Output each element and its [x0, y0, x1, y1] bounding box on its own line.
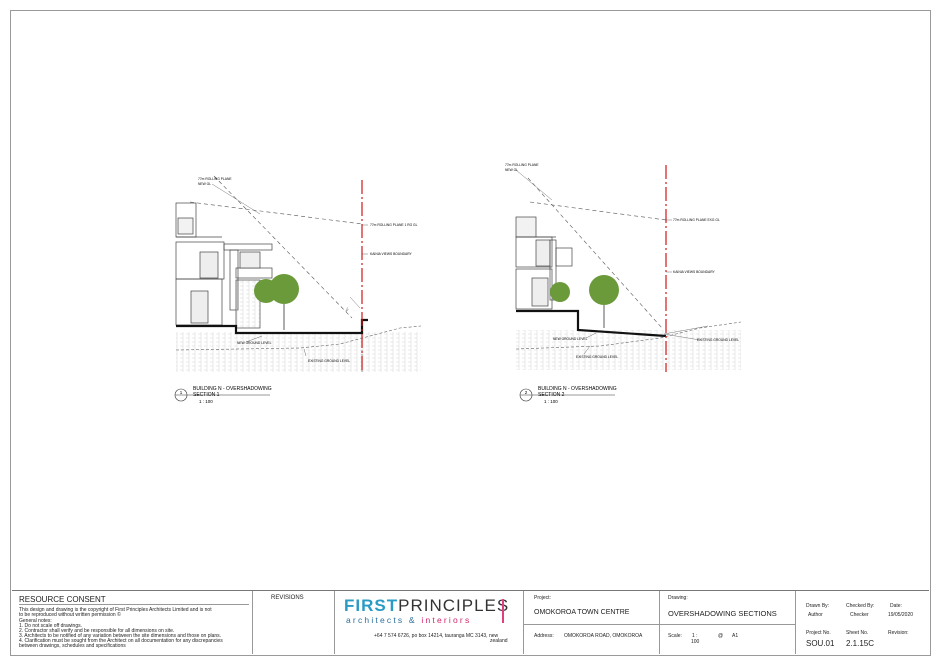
revision-label: Revision: — [888, 630, 909, 636]
project-no-label: Project No. — [806, 630, 831, 636]
section-2-rolling-plane-mid-label: 77m ROLLING PLANE EXG GL — [673, 218, 720, 222]
section-1-new-ground-label: NEW GROUND LEVEL — [237, 341, 272, 345]
section-1-title: BUILDING N - OVERSHADOWING — [193, 386, 272, 392]
note-line: 4. Clarification must be sought from the… — [19, 638, 223, 644]
project-cell: Project: OMOKOROA TOWN CENTRE Address: O… — [523, 591, 660, 654]
section-1-scale: 1 : 100 — [199, 399, 213, 404]
revisions-cell: REVISIONS — [252, 591, 334, 654]
at-sign: @ — [718, 633, 724, 639]
svg-text:45°: 45° — [344, 306, 350, 313]
note-line: 2. Contractor shall verify and be respon… — [19, 628, 175, 634]
title-block: RESOURCE CONSENT This design and drawing… — [12, 590, 929, 654]
tree-icon — [269, 274, 299, 304]
drawing-sheet — [10, 10, 931, 656]
date-value: 19/05/2020 — [888, 612, 914, 618]
contact-line-2: zealand — [490, 638, 508, 644]
existing-ground-line — [175, 325, 422, 351]
note-line: between drawings, schedules and specific… — [19, 643, 126, 649]
notes-heading: General notes: — [19, 618, 52, 624]
logo-cell — [334, 591, 523, 654]
section-2-boundary-label: KAINIA VIEWS BOUNDARY — [673, 270, 716, 274]
drawing-cell: Drawing: OVERSHADOWING SECTIONS Scale: 1… — [659, 591, 796, 654]
project-no: SOU.01 — [806, 639, 835, 648]
section-1-existing-ground-label: EXISTING GROUND LEVEL — [308, 359, 350, 363]
note-line: 1. Do not scale off drawings. — [19, 623, 82, 629]
section-2: 77m ROLLING PLANE NEW GL 77m ROLLING PLA… — [505, 163, 742, 404]
section-2-rolling-plane-label: 77m ROLLING PLANE — [505, 163, 539, 167]
section-2-subtitle: SECTION 2 — [538, 392, 565, 398]
tree-icon — [550, 282, 570, 302]
consent-cell: RESOURCE CONSENT This design and drawing… — [12, 591, 252, 654]
scale-value-2: 100 — [691, 639, 700, 645]
existing-ground-line — [515, 321, 742, 350]
drawing-label: Drawing: — [668, 595, 688, 601]
section-2-title: BUILDING N - OVERSHADOWING — [538, 386, 617, 392]
project-label: Project: — [534, 595, 551, 601]
section-2-number: 2 — [525, 390, 528, 395]
address-value: OMOKOROA ROAD, OMOKOROA — [564, 633, 643, 639]
sheet-no: 2.1.15C — [846, 639, 875, 648]
section-1-rolling-plane-sub-label: NEW GL — [198, 182, 211, 186]
drawn-by-label: Drawn By: — [806, 603, 830, 609]
section-2-existing-ground-right-label: EXISTING GROUND LEVEL — [697, 338, 739, 342]
company-logo-tagline: architects & interiors — [346, 615, 472, 625]
tree-icon — [589, 275, 619, 305]
revisions-heading: REVISIONS — [271, 595, 304, 601]
section-1-boundary-label: KAINIA VIEWS BOUNDARY — [370, 252, 413, 256]
ground-hatch — [176, 332, 421, 372]
scale-label: Scale: — [668, 633, 682, 639]
section-1-rolling-plane-mid-label: 77m ROLLING PLANE 1 RG GL — [370, 223, 418, 227]
company-logo: FIRSTPRINCIPLES — [344, 596, 510, 615]
section-1-rolling-plane-label: 77m ROLLING PLANE — [198, 177, 232, 181]
section-1-subtitle: SECTION 1 — [193, 392, 220, 398]
ground-hatch — [516, 330, 741, 370]
section-2-existing-ground-label: EXISTING GROUND LEVEL — [576, 355, 618, 359]
checked-by: Checker — [850, 612, 869, 618]
copyright-line: to be reproduced without written permiss… — [19, 612, 121, 618]
paper-size: A1 — [732, 633, 739, 639]
section-2-rolling-plane-sub-label: NEW GL — [505, 168, 518, 172]
contact-line: +64 7 574 6726, po box 14214, tauranga M… — [374, 633, 499, 639]
new-ground-line — [516, 309, 667, 338]
project-name: OMOKOROA TOWN CENTRE — [534, 609, 630, 616]
section-1: 45° 77m ROLLING PLANE NEW GL 77m ROLLING… — [174, 175, 422, 404]
scale-value: 1 : — [692, 633, 698, 639]
section-2-new-ground-label: NEW GROUND LEVEL — [553, 337, 588, 341]
section-1-number: 1 — [180, 390, 183, 395]
logo-accent-bar — [502, 599, 504, 623]
section-2-scale: 1 : 100 — [544, 399, 558, 404]
copyright-line: This design and drawing is the copyright… — [19, 607, 212, 613]
address-label: Address: — [534, 633, 554, 639]
new-ground-line — [176, 318, 368, 335]
resource-consent-heading: RESOURCE CONSENT — [19, 595, 106, 604]
drawing-name: OVERSHADOWING SECTIONS — [668, 609, 777, 618]
sheet-no-label: Sheet No. — [846, 630, 869, 636]
note-line: 3. Architects to be notified of any vari… — [19, 633, 222, 639]
building-2 — [515, 216, 573, 310]
checked-by-label: Checked By: — [846, 603, 875, 609]
meta-cell: Drawn By: Author Checked By: Checker Dat… — [795, 591, 929, 654]
building-1 — [175, 202, 273, 329]
date-label: Date: — [890, 603, 902, 609]
drawn-by: Author — [808, 612, 823, 618]
